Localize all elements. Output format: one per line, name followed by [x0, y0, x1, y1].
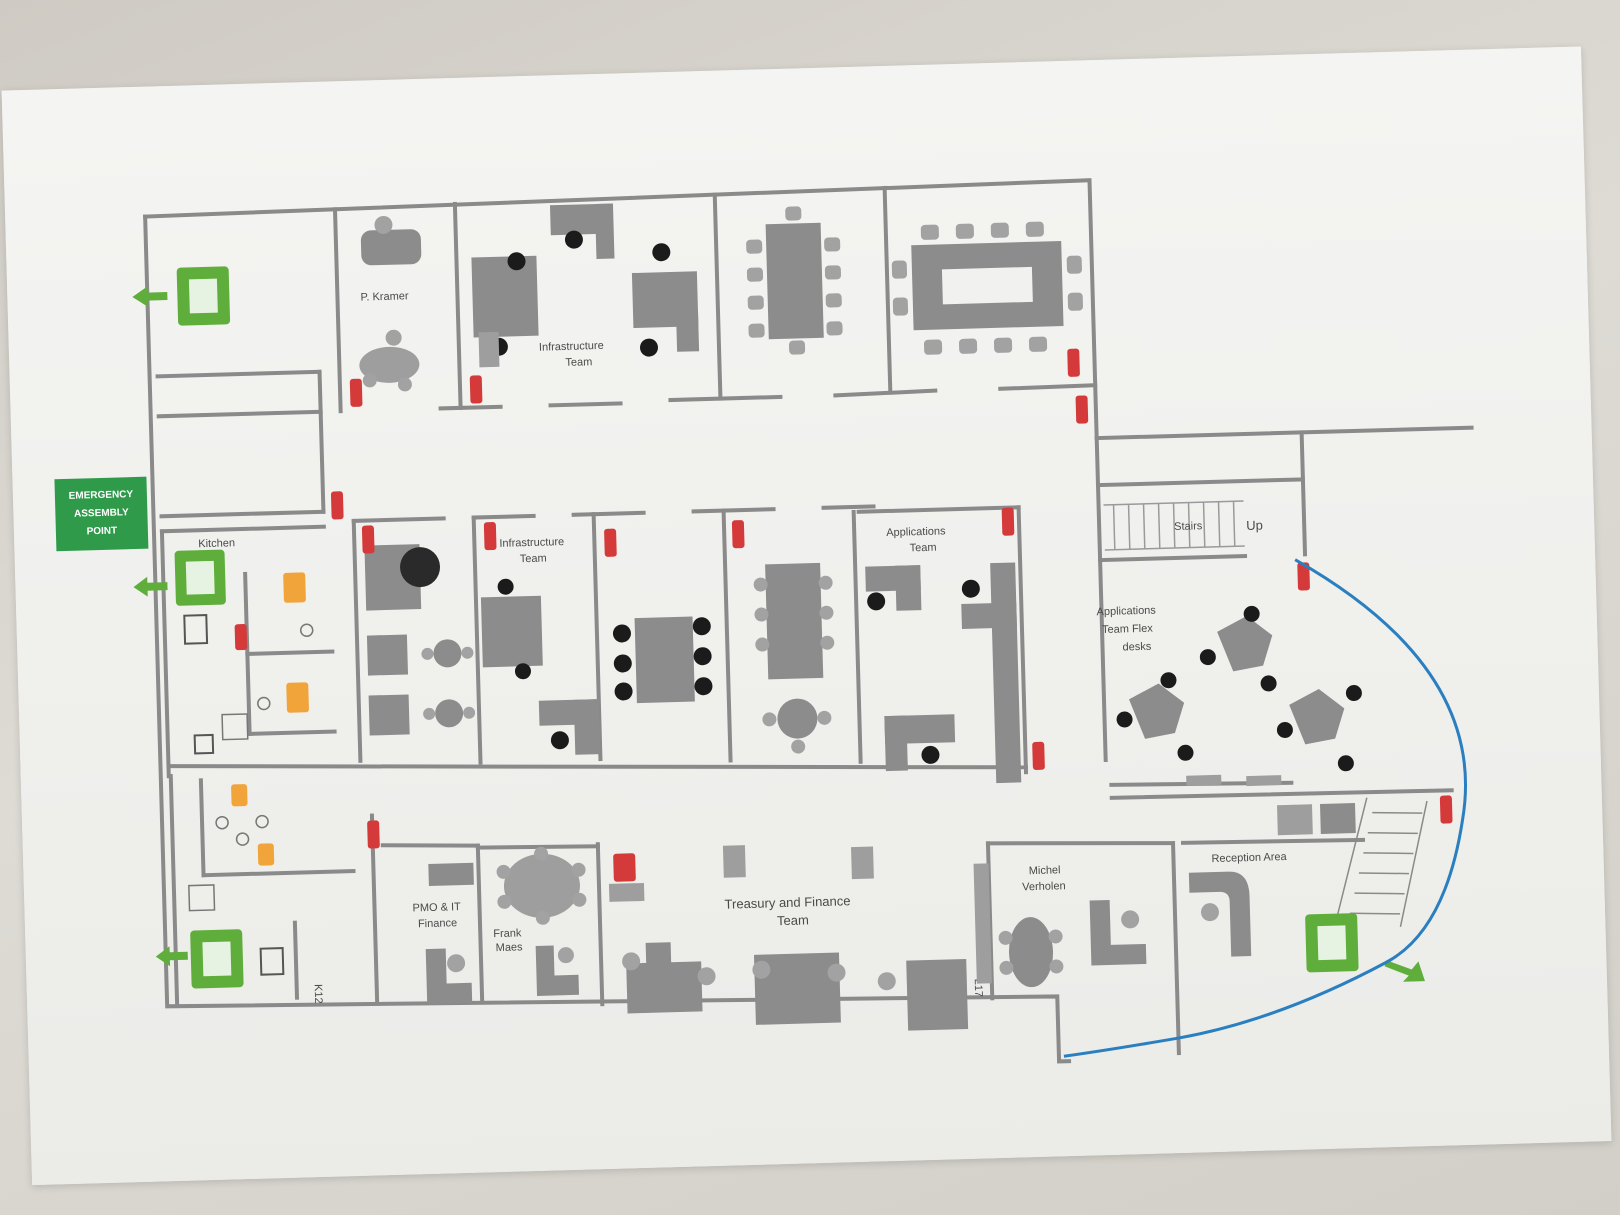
label-pmo-1: PMO & IT: [412, 901, 461, 914]
kitchen: Kitchen: [133, 491, 344, 755]
stairs-area: Stairs Up: [1095, 430, 1308, 563]
lounge-room: [361, 525, 476, 736]
exit-arrow-icon: [1384, 960, 1425, 982]
first-aid-icon: [259, 947, 285, 976]
first-aid-icon: [183, 614, 209, 645]
label-frank-2: Maes: [496, 941, 524, 954]
label-reception: Reception Area: [1211, 851, 1287, 865]
label-pmo-2: Finance: [418, 917, 457, 930]
outer-walls: [143, 178, 1474, 1064]
restroom-icon: [257, 843, 275, 866]
label-infra-top-1: Infrastructure: [539, 340, 604, 354]
fire-extinguisher-icon: [1001, 507, 1015, 536]
label-infra-mid-1: Infrastructure: [499, 536, 564, 550]
label-up: Up: [1246, 518, 1263, 533]
fire-extinguisher-icon: [731, 520, 745, 549]
fire-extinguisher-icon: [234, 624, 248, 651]
label-treasury-2: Team: [777, 912, 809, 928]
exit-sign-bottom-left: K12: [155, 929, 325, 1004]
restroom-icon: [231, 784, 248, 807]
label-treasury-1: Treasury and Finance: [724, 893, 850, 912]
exit-arrow-icon: [132, 286, 168, 307]
label-apps-1: Applications: [886, 525, 946, 539]
room-infrastructure-top: Infrastructure Team: [469, 203, 700, 404]
office-michel: Michel Verholen: [973, 863, 1147, 988]
exit-sign-top-left: [132, 266, 231, 326]
restroom-bottom: [188, 784, 380, 912]
top-row-walls: [155, 185, 1098, 519]
room-applications: Applications Team: [865, 507, 1045, 784]
fire-extinguisher-icon: [604, 528, 617, 557]
label-apps-2: Team: [910, 542, 937, 555]
fire-extinguisher-icon: [361, 525, 375, 554]
label-infra-mid-2: Team: [520, 553, 547, 566]
label-flex-1: Applications: [1096, 605, 1156, 619]
label-infra-top-2: Team: [565, 356, 592, 369]
evacuation-route: [1063, 558, 1468, 1058]
label-flex-2: Team Flex: [1102, 623, 1154, 636]
fire-extinguisher-icon: [1032, 741, 1045, 770]
fire-extinguisher-icon: [349, 378, 363, 407]
fire-extinguisher-icon: [1067, 348, 1080, 377]
exit-arrow-icon: [133, 576, 168, 597]
fire-extinguisher-icon: [483, 522, 497, 551]
restroom-icon: [283, 572, 306, 603]
bottom-row-walls: [168, 774, 1366, 1056]
flex-desks-area: Applications Team Flex desks: [1096, 562, 1454, 800]
emergency-assembly-point: EMERGENCY ASSEMBLY POINT: [54, 476, 149, 552]
room-infrastructure-mid: Infrastructure Team: [480, 522, 601, 755]
accessible-icon: [193, 733, 215, 755]
fire-extinguisher-icon: [1297, 562, 1310, 591]
assembly-line-3: POINT: [86, 526, 117, 538]
fire-extinguisher-icon: [613, 853, 636, 882]
label-michel-1: Michel: [1029, 864, 1061, 877]
reception-area: Reception Area: [1188, 795, 1453, 982]
meeting-room-1: [746, 206, 843, 355]
label-kramer: P. Kramer: [360, 290, 409, 303]
meeting-room-mid: [731, 520, 835, 754]
fire-extinguisher-icon: [1439, 795, 1453, 824]
meeting-room-2: [891, 221, 1089, 424]
label-flex-3: desks: [1122, 641, 1152, 654]
room-treasury: Treasury and Finance Team L17: [608, 845, 984, 1031]
label-michel-2: Verholen: [1022, 880, 1066, 893]
assembly-line-1: EMERGENCY: [69, 489, 134, 502]
desk-cluster-room: [604, 528, 713, 704]
label-frank-1: Frank: [493, 927, 522, 940]
floor-plan-sheet: P. Kramer Infrastructure Team: [1, 46, 1612, 1186]
label-kitchen: Kitchen: [198, 537, 235, 550]
assembly-sign: [54, 476, 149, 552]
fire-extinguisher-icon: [367, 820, 380, 849]
fire-extinguisher-icon: [1075, 395, 1089, 424]
label-stairs: Stairs: [1174, 520, 1203, 533]
code-k: K12: [312, 984, 325, 1004]
restroom-icon: [286, 682, 309, 713]
assembly-line-2: ASSEMBLY: [74, 507, 129, 520]
floor-plan: P. Kramer Infrastructure Team: [54, 178, 1474, 1064]
office-pmo: PMO & IT Finance: [412, 862, 474, 1005]
exit-arrow-icon: [155, 946, 188, 967]
fire-extinguisher-icon: [330, 491, 344, 520]
fire-extinguisher-icon: [469, 375, 483, 404]
office-frank: Frank Maes: [493, 846, 587, 996]
office-kramer: P. Kramer: [349, 215, 422, 407]
